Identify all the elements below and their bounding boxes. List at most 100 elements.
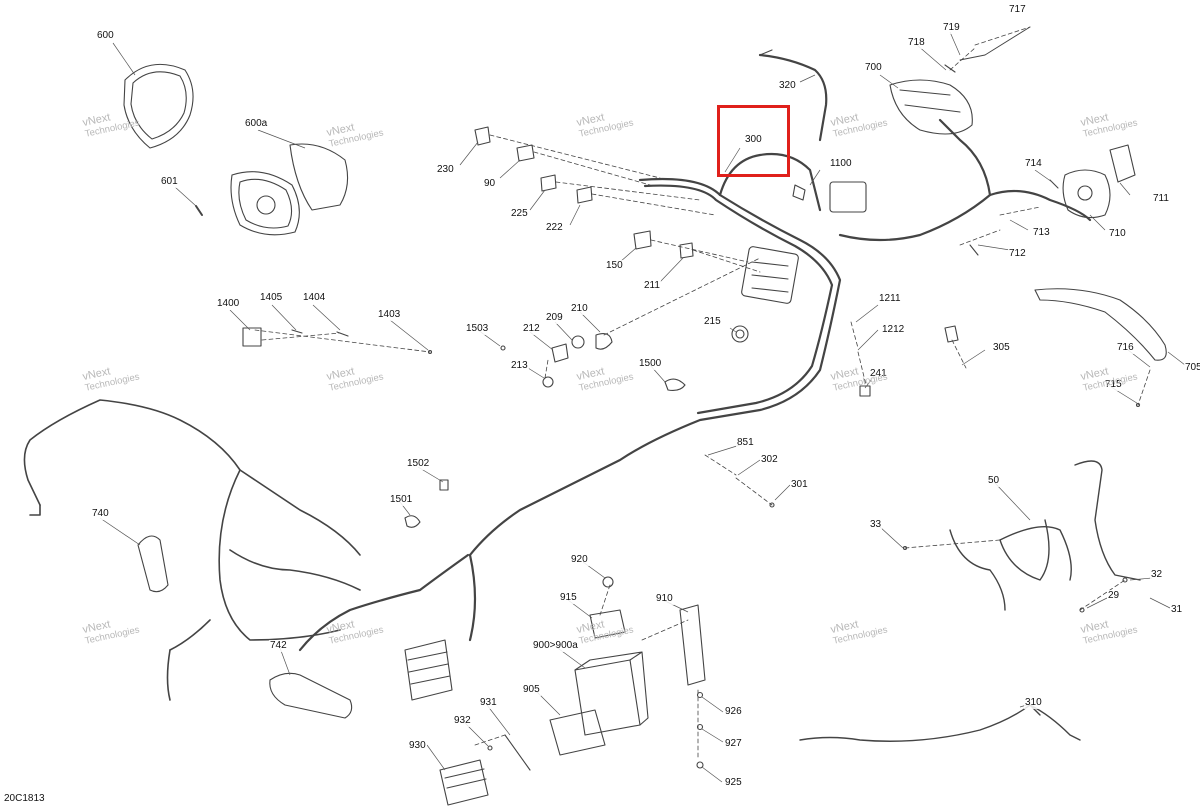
part-label-1212[interactable]: 1212 [881,324,906,336]
part-label-1100[interactable]: 1100 [829,158,853,170]
clip-1501[interactable] [404,515,421,528]
connector-211[interactable] [679,242,694,259]
part-241[interactable] [859,385,871,397]
part-label-1403[interactable]: 1403 [377,309,402,321]
part-label-900[interactable]: 900>900a [532,640,579,652]
part-label-222[interactable]: 222 [545,222,564,234]
part-label-305[interactable]: 305 [992,342,1011,354]
part-label-213[interactable]: 213 [510,360,529,372]
part-label-90[interactable]: 90 [483,178,497,190]
part-label-1400[interactable]: 1400 [216,298,241,310]
part-label-926[interactable]: 926 [724,706,743,718]
sensor-711[interactable] [1109,144,1136,183]
part-label-705[interactable]: 705 [1184,362,1200,374]
lamp-assembly-705[interactable] [1034,288,1167,361]
part-label-50[interactable]: 50 [987,475,1001,487]
gauge-cluster[interactable] [230,171,300,236]
lighting-harness[interactable] [23,399,361,701]
part-label-710[interactable]: 710 [1108,228,1127,240]
sensor-212[interactable] [551,343,569,363]
part-label-851[interactable]: 851 [736,437,755,449]
part-label-931[interactable]: 931 [479,697,498,709]
connector-225[interactable] [540,174,557,192]
cluster-lens-600a[interactable] [289,143,349,211]
pad-905[interactable] [549,709,606,756]
part-label-29[interactable]: 29 [1107,590,1121,602]
part-label-719[interactable]: 719 [942,22,961,34]
part-label-711[interactable]: 711 [1152,193,1170,205]
cable-310[interactable] [799,704,1081,742]
connector-90[interactable] [516,144,535,162]
part-label-740[interactable]: 740 [91,508,110,520]
part-label-210[interactable]: 210 [570,303,589,315]
part-label-600[interactable]: 600 [96,30,115,42]
part-label-33[interactable]: 33 [869,519,883,531]
part-label-718[interactable]: 718 [907,37,926,49]
part-label-930[interactable]: 930 [408,740,427,752]
ecu-module[interactable] [404,639,453,701]
connector-1400[interactable] [242,327,262,347]
part-label-925[interactable]: 925 [724,777,743,789]
part-label-215[interactable]: 215 [703,316,722,328]
part-label-1404[interactable]: 1404 [302,292,327,304]
part-label-1405[interactable]: 1405 [259,292,284,304]
part-label-300[interactable]: 300 [745,134,762,145]
clip-1500[interactable] [664,378,686,391]
cluster-bezel-600[interactable] [123,63,194,149]
part-label-920[interactable]: 920 [570,554,589,566]
part-label-31[interactable]: 31 [1170,604,1184,616]
part-label-932[interactable]: 932 [453,715,472,727]
switch-module-700[interactable] [889,79,973,135]
part-label-905[interactable]: 905 [522,684,541,696]
part-label-716[interactable]: 716 [1116,342,1135,354]
clip-1502[interactable] [439,479,449,491]
part-label-150[interactable]: 150 [605,260,624,272]
part-label-1502[interactable]: 1502 [406,458,431,470]
connector-150[interactable] [633,230,652,250]
part-label-302[interactable]: 302 [760,454,779,466]
part-label-209[interactable]: 209 [545,312,564,324]
part-label-927[interactable]: 927 [724,738,743,750]
part-label-1500[interactable]: 1500 [638,358,663,370]
sensor-209-210[interactable] [571,333,613,350]
relay-1100[interactable] [792,181,867,213]
terminal-915[interactable] [589,609,626,639]
part-label-601[interactable]: 601 [160,176,179,188]
connector-222[interactable] [576,186,593,204]
part-label-712[interactable]: 712 [1008,248,1027,260]
battery-900[interactable] [574,651,649,736]
connector-230[interactable] [474,126,491,146]
fuse-box[interactable] [741,246,799,304]
part-label-301[interactable]: 301 [790,479,809,491]
part-label-713[interactable]: 713 [1032,227,1051,239]
part-305[interactable] [944,325,959,343]
part-label-230[interactable]: 230 [436,164,455,176]
part-label-700[interactable]: 700 [864,62,883,74]
part-215[interactable] [731,325,749,343]
part-label-32[interactable]: 32 [1150,569,1164,581]
sensor-213[interactable] [542,376,554,388]
part-label-225[interactable]: 225 [510,208,529,220]
part-label-320[interactable]: 320 [778,80,797,92]
part-label-714[interactable]: 714 [1024,158,1043,170]
part-label-1501[interactable]: 1501 [389,494,414,506]
light-742[interactable] [269,672,353,719]
part-label-1211[interactable]: 1211 [878,293,902,305]
nut-920[interactable] [602,576,614,588]
part-label-717[interactable]: 717 [1008,4,1027,16]
part-label-742[interactable]: 742 [269,640,288,652]
part-label-212[interactable]: 212 [522,323,541,335]
part-label-915[interactable]: 915 [559,592,578,604]
part-label-715[interactable]: 715 [1104,379,1123,391]
part-label-310[interactable]: 310 [1024,697,1043,709]
part-label-211[interactable]: 211 [643,280,661,292]
part-label-910[interactable]: 910 [655,593,674,605]
bracket-910[interactable] [679,604,706,686]
part-label-600a[interactable]: 600a [244,118,269,130]
main-harness-300[interactable] [298,53,1092,652]
part-label-241[interactable]: 241 [869,368,888,380]
light-740[interactable] [137,535,169,593]
part-label-1503[interactable]: 1503 [465,323,490,335]
bracket-931[interactable] [504,734,531,771]
throttle-710[interactable] [1062,169,1111,219]
